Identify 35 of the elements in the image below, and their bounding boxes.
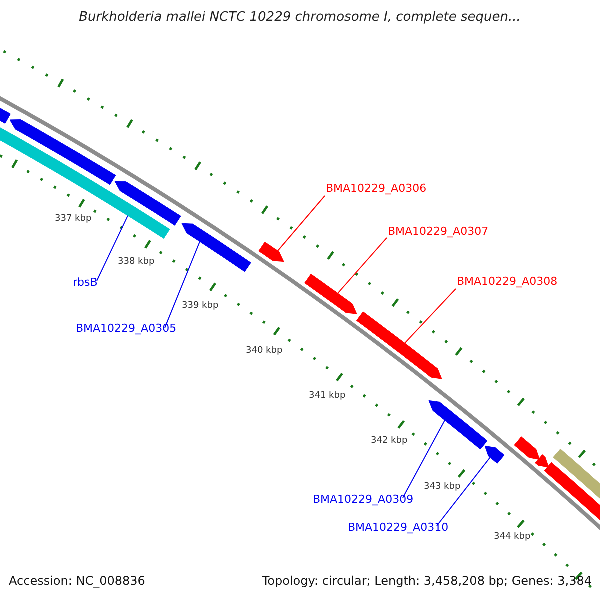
leader-line <box>338 238 388 294</box>
gene-label: BMA10229_A0305 <box>76 323 177 334</box>
scale-label: 341 kbp <box>309 392 346 401</box>
gene-label: BMA10229_A0310 <box>348 522 449 533</box>
gene-label: BMA10229_A0309 <box>313 494 414 505</box>
gene-feature <box>484 446 505 464</box>
gene-label: BMA10229_A0308 <box>457 276 558 287</box>
gene-feature <box>356 312 442 380</box>
scale-label: 342 kbp <box>371 437 408 446</box>
leader-line <box>404 288 456 344</box>
scale-label: 337 kbp <box>55 215 92 224</box>
gene-label: rbsB <box>73 277 98 288</box>
leader-line <box>402 420 446 498</box>
title: Burkholderia mallei NCTC 10229 chromosome I, complete sequen... <box>78 11 522 24</box>
gene-label: BMA10229_A0307 <box>388 226 489 237</box>
gene-feature <box>114 181 182 226</box>
scale-label: 344 kbp <box>494 533 531 542</box>
genome-info-text: Topology: circular; Length: 3,458,208 bp; Genes: 3,384 <box>262 575 592 587</box>
gene-feature <box>10 120 116 186</box>
scale-label: 340 kbp <box>246 347 283 356</box>
gene-label: BMA10229_A0306 <box>326 183 427 194</box>
scale-label: 338 kbp <box>118 258 155 267</box>
accession-text: Accession: NC_008836 <box>9 575 146 587</box>
leader-line <box>278 196 326 252</box>
gene-feature <box>535 454 550 468</box>
scale-label: 339 kbp <box>182 302 219 311</box>
gene-feature <box>514 436 540 460</box>
scale-label: 343 kbp <box>424 483 461 492</box>
leader-line <box>96 215 128 282</box>
gene-feature <box>182 223 252 272</box>
leader-line <box>164 241 200 328</box>
gene-feature <box>428 400 488 450</box>
leader-line <box>436 457 491 526</box>
gene-feature <box>304 274 358 314</box>
gene-feature <box>258 242 284 262</box>
